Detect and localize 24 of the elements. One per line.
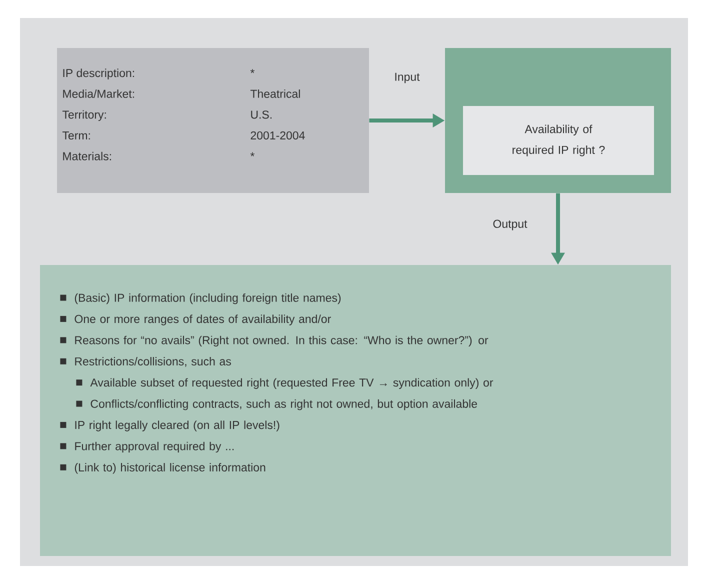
field-value: 2001-2004 <box>250 131 305 140</box>
field-value: U.S. <box>251 110 272 119</box>
field-label: Materials: <box>63 152 111 160</box>
bullet-item: Restrictions/collisions, such as <box>60 357 231 367</box>
field-label: Territory: <box>62 110 106 121</box>
bullet-item: Further approval required by ... <box>60 442 234 453</box>
field-value: * <box>250 69 254 74</box>
field-value: * <box>250 152 254 156</box>
bullet-item: (Basic) IP information (including foreign title names) <box>60 293 341 304</box>
edge-label: Input <box>393 72 421 84</box>
field-label: Media/Market: <box>63 89 134 98</box>
bullet-item: One or more ranges of dates of availability and/or <box>60 314 331 326</box>
input-box <box>57 48 369 193</box>
field-value: Theatrical <box>250 89 300 98</box>
output-box <box>40 265 671 556</box>
question-box: Availability of required IP right ? <box>463 106 654 175</box>
bullet-item: Conflicts/conflicting contracts, such as right not owned, but option available <box>76 399 477 410</box>
bullet-item: (Link to) historical license information <box>60 463 266 474</box>
edge-label: Output <box>492 218 528 232</box>
field-label: IP description: <box>63 68 134 80</box>
bullet-item: Available subset of requested right (requested Free TV → syndication only) or <box>76 378 494 389</box>
bullet-item: IP right legally cleared (on all IP levels!) <box>60 420 280 432</box>
bullet-item: Reasons for “no avails” (Right not owned. In this case: “Who is the owner?”) or <box>60 336 488 347</box>
field-label: Term: <box>62 132 90 140</box>
